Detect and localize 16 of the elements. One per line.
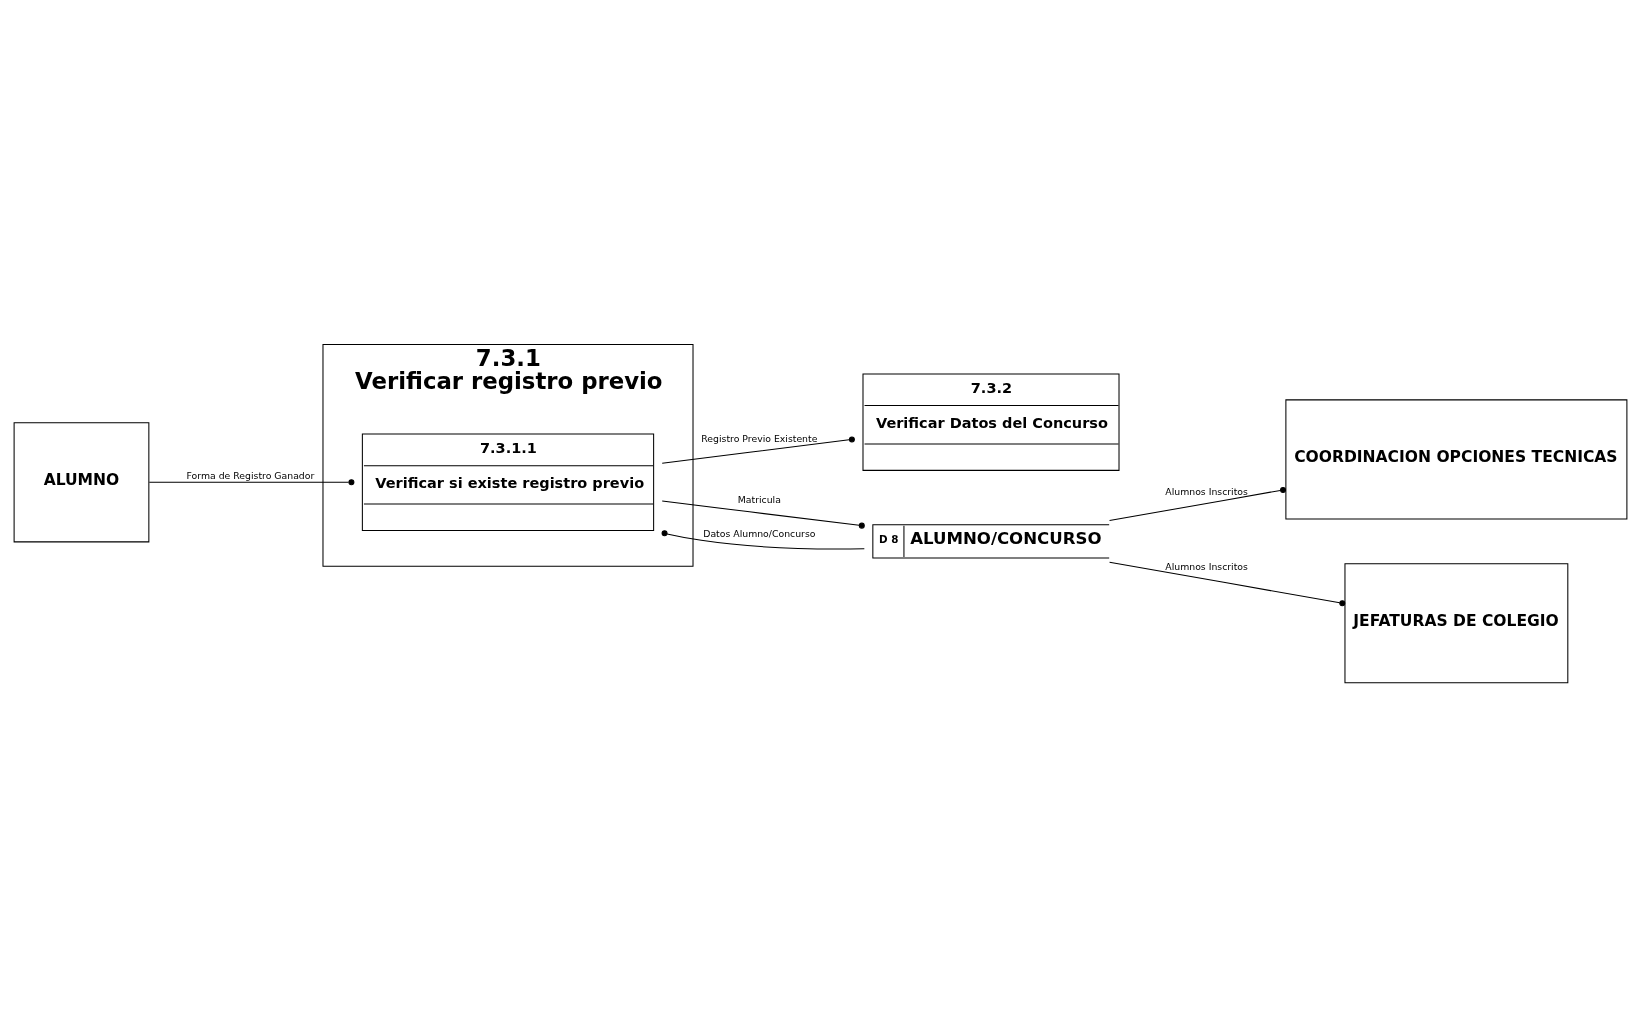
node-box: ALUMNO (13, 421, 150, 542)
edge-label: Forma de Registro Ganador (186, 469, 315, 481)
node-box: JEFATURAS DE COLEGIO (1344, 562, 1569, 683)
edge-label: Datos Alumno/Concurso (703, 527, 816, 539)
edge-label: Registro Previo Existente (701, 432, 818, 444)
connector (1109, 561, 1346, 606)
connector (661, 435, 855, 464)
connector (661, 500, 865, 529)
node-text: D 8 ALUMNO/CONCURSO (879, 528, 1102, 548)
edge-label: Matricula (737, 493, 781, 505)
node-box: COORDINACION OPCIONES TECNICAS (1285, 398, 1628, 520)
edge-label: Alumnos Inscritos (1165, 485, 1248, 497)
connector (661, 529, 865, 550)
edge-label: Alumnos Inscritos (1165, 560, 1248, 572)
connector (148, 478, 355, 485)
connector (1109, 486, 1287, 521)
